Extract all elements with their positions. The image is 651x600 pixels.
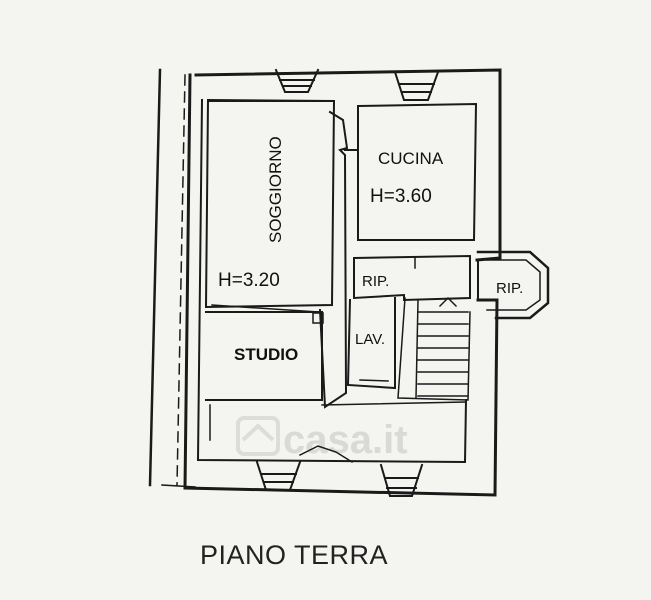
room-height-cucina: H=3.60: [370, 186, 432, 207]
window-bottom-right: [379, 463, 424, 497]
watermark-text: casa.it: [283, 418, 408, 462]
staircase: [397, 296, 471, 401]
boundary-line: [148, 68, 162, 487]
room-label-studio: STUDIO: [234, 345, 298, 364]
hall-wall-line: [321, 401, 466, 406]
room-cucina-outline: [357, 102, 478, 241]
window-top-left: [274, 68, 320, 93]
room-label-rip: RIP.: [362, 273, 389, 290]
boundary-dashed-line: [176, 74, 186, 486]
room-label-soggiorno: SOGGIORNO: [266, 136, 285, 243]
window-bottom-left: [255, 460, 302, 491]
room-label-lav: LAV.: [355, 331, 385, 348]
room-rip-outline: [353, 254, 471, 302]
watermark: casa.it: [236, 416, 408, 462]
outer-wall-bottom-left: [183, 73, 499, 497]
room-label-rip-bay: RIP.: [496, 280, 523, 297]
window-top-right: [393, 70, 440, 101]
room-label-cucina: CUCINA: [378, 149, 444, 168]
hall-door-arc: [298, 445, 354, 464]
room-height-soggiorno: H=3.20: [218, 270, 280, 291]
outer-wall-top-right: [194, 68, 502, 262]
bay-closet-outline: [476, 250, 550, 320]
inner-wall-line: [196, 98, 468, 464]
chimney-box: [312, 312, 324, 324]
floor-caption: PIANO TERRA: [200, 540, 388, 570]
bay-closet-inner: [486, 259, 541, 311]
partition-line: [211, 304, 319, 313]
lav-threshold: [359, 379, 389, 382]
room-soggiorno-outline: [204, 100, 336, 309]
room-lav-outline: [346, 297, 396, 390]
